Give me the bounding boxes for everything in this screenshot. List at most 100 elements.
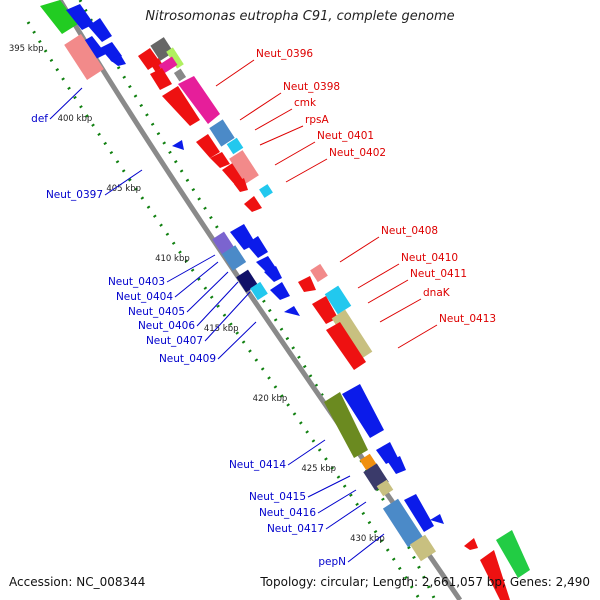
gene-block <box>324 285 352 315</box>
label-leader-line <box>397 324 438 349</box>
gene-arrow <box>312 296 338 324</box>
gene-arrow <box>388 456 406 474</box>
gene-label-forward[interactable]: rpsA <box>305 114 329 126</box>
gene-arrow <box>480 550 510 600</box>
gene-arrow <box>150 68 172 90</box>
gene-arrow <box>256 256 276 272</box>
label-leader-line <box>204 291 251 342</box>
label-leader-line <box>367 279 409 304</box>
gene-arrow <box>284 306 300 316</box>
gene-block <box>221 245 247 271</box>
topology-text: Topology: circular; Length: 2,661,057 bp… <box>260 575 590 589</box>
gene-label-reverse[interactable]: Neut_0406 <box>138 320 195 332</box>
gene-label-reverse[interactable]: Neut_0416 <box>259 507 316 519</box>
gene-label-reverse[interactable]: Neut_0414 <box>229 459 286 471</box>
gene-block <box>209 119 235 147</box>
gene-label-forward[interactable]: cmk <box>294 97 317 109</box>
gene-block <box>64 33 104 81</box>
gene-block <box>158 56 178 74</box>
gene-arrow <box>464 538 478 550</box>
scale-tick-label: 420 kbp <box>253 394 288 404</box>
gene-label-forward[interactable]: Neut_0408 <box>381 225 438 237</box>
gene-arrow <box>210 152 230 168</box>
gene-block <box>250 281 268 301</box>
gene-block <box>212 231 234 255</box>
gene-arrow <box>40 0 78 34</box>
gene-label-forward[interactable]: dnaK <box>423 287 451 299</box>
gene-label-forward[interactable]: Neut_0413 <box>439 313 496 325</box>
gene-label-reverse[interactable]: Neut_0409 <box>159 353 216 365</box>
label-leader-line <box>347 533 385 563</box>
gene-block <box>150 58 164 72</box>
accession-text: Accession: NC_008344 <box>9 575 146 589</box>
gene-block <box>229 150 259 184</box>
gene-arrow <box>270 282 290 300</box>
label-leader-line <box>307 475 351 498</box>
gene-arrow <box>298 276 316 292</box>
gene-label-forward[interactable]: Neut_0410 <box>401 252 458 264</box>
gene-label-reverse[interactable]: Neut_0397 <box>46 189 103 201</box>
gene-label-forward[interactable]: Neut_0396 <box>256 48 313 60</box>
gene-arrow <box>244 196 262 212</box>
label-leader-line <box>174 261 219 298</box>
gene-label-reverse[interactable]: Neut_0415 <box>249 491 306 503</box>
gene-block <box>150 37 174 61</box>
label-leader-line <box>339 236 380 263</box>
gene-block <box>359 453 377 471</box>
reverse-gene-labels: defNeut_0397Neut_0403Neut_0404Neut_0405N… <box>31 87 385 568</box>
gene-arrow <box>342 384 384 438</box>
label-leader-line <box>104 169 143 196</box>
label-leader-line <box>379 298 422 323</box>
label-leader-line <box>196 281 239 327</box>
gene-arrow <box>430 514 444 524</box>
gene-label-reverse[interactable]: Neut_0404 <box>116 291 173 303</box>
gene-label-forward[interactable]: Neut_0398 <box>283 81 340 93</box>
gene-block <box>226 137 244 155</box>
scale-tick-label: 400 kbp <box>58 114 93 124</box>
label-leader-line <box>239 92 282 121</box>
label-leader-line <box>285 158 328 183</box>
gene-block <box>331 309 373 361</box>
label-leader-line <box>317 489 357 514</box>
gene-arrow <box>496 530 530 578</box>
gene-arrow <box>178 76 220 124</box>
scale-tick-label: 395 kbp <box>9 44 44 54</box>
label-leader-line <box>259 125 304 146</box>
gene-label-forward[interactable]: Neut_0402 <box>329 147 386 159</box>
gene-block <box>376 479 394 497</box>
gene-label-reverse[interactable]: Neut_0405 <box>128 306 185 318</box>
gene-label-reverse[interactable]: Neut_0417 <box>267 523 324 535</box>
gene-arrow <box>88 18 112 42</box>
gene-label-forward[interactable]: Neut_0411 <box>410 268 467 280</box>
inner-track <box>26 21 422 600</box>
scale-tick-label: 430 kbp <box>350 534 385 544</box>
gene-arrow <box>222 162 246 186</box>
label-leader-line <box>274 141 316 166</box>
label-leader-line <box>215 59 255 87</box>
gene-arrow <box>264 266 282 282</box>
gene-block <box>259 184 273 198</box>
gene-label-forward[interactable]: Neut_0401 <box>317 130 374 142</box>
label-leader-line <box>166 254 216 283</box>
gene-label-reverse[interactable]: pepN <box>318 556 346 568</box>
gene-label-reverse[interactable]: def <box>31 113 48 125</box>
label-leader-line <box>254 108 293 131</box>
gene-arrow <box>110 54 126 66</box>
gene-arrow <box>404 494 434 532</box>
label-leader-line <box>186 271 229 313</box>
gene-arrow <box>246 236 268 258</box>
gene-arrow <box>196 134 220 158</box>
gene-block <box>166 47 184 69</box>
gene-label-reverse[interactable]: Neut_0407 <box>146 335 203 347</box>
label-leader-line <box>49 87 83 120</box>
forward-strand-features <box>138 37 530 600</box>
gene-arrow <box>326 322 366 370</box>
gene-arrow <box>376 442 398 464</box>
reverse-strand-features <box>40 0 444 562</box>
gene-label-reverse[interactable]: Neut_0403 <box>108 276 165 288</box>
gene-block <box>410 534 436 562</box>
gene-arrow <box>324 392 368 458</box>
